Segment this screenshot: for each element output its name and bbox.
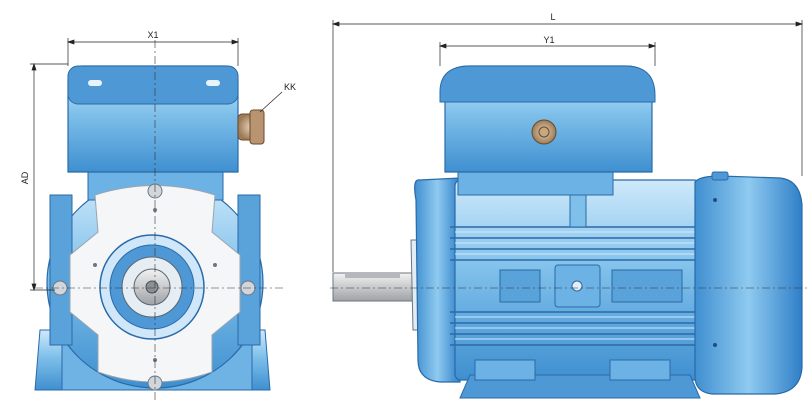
side-right-rib bbox=[611, 269, 683, 303]
ad-label: AD bbox=[20, 171, 30, 184]
front-left-fins bbox=[49, 194, 73, 346]
l-label: L bbox=[550, 12, 555, 22]
kk-label: KK bbox=[284, 82, 296, 92]
side-foot-pad-right bbox=[609, 359, 671, 381]
side-box-neck bbox=[457, 169, 614, 196]
side-terminal-box-lid bbox=[439, 65, 656, 103]
front-right-fins bbox=[237, 194, 261, 346]
front-lid-slot-left bbox=[88, 80, 102, 86]
side-shaft-key bbox=[345, 273, 400, 278]
flange-small-hole-4 bbox=[213, 263, 217, 267]
side-nameplate-screw bbox=[571, 280, 583, 292]
front-lid-slot-right bbox=[206, 80, 220, 86]
side-end-shield bbox=[414, 177, 461, 383]
side-cable-gland-center bbox=[538, 126, 550, 138]
flange-small-hole-1 bbox=[153, 208, 157, 212]
side-lifting-lug bbox=[569, 194, 587, 228]
flange-small-hole-3 bbox=[93, 263, 97, 267]
kk-leader-line bbox=[259, 91, 283, 113]
side-cooling-fins bbox=[450, 226, 700, 346]
side-dimensions bbox=[331, 20, 804, 272]
side-fan-cover-top-rib bbox=[711, 171, 729, 181]
side-view bbox=[330, 65, 809, 399]
side-fan-cover bbox=[694, 175, 803, 395]
side-left-rib bbox=[499, 269, 541, 303]
shaft-center bbox=[145, 280, 159, 294]
side-fan-cover-bolt-1 bbox=[713, 198, 717, 202]
side-fan-cover-bolt-2 bbox=[713, 343, 717, 347]
x1-label: X1 bbox=[147, 30, 158, 40]
side-foot-pad-left bbox=[474, 359, 536, 381]
side-fin-highlights bbox=[455, 231, 698, 340]
cable-gland-nut bbox=[249, 109, 265, 145]
front-dimensions bbox=[30, 38, 283, 292]
front-terminal-box-lid bbox=[67, 65, 239, 105]
front-view bbox=[34, 40, 285, 400]
y1-label: Y1 bbox=[543, 35, 554, 45]
